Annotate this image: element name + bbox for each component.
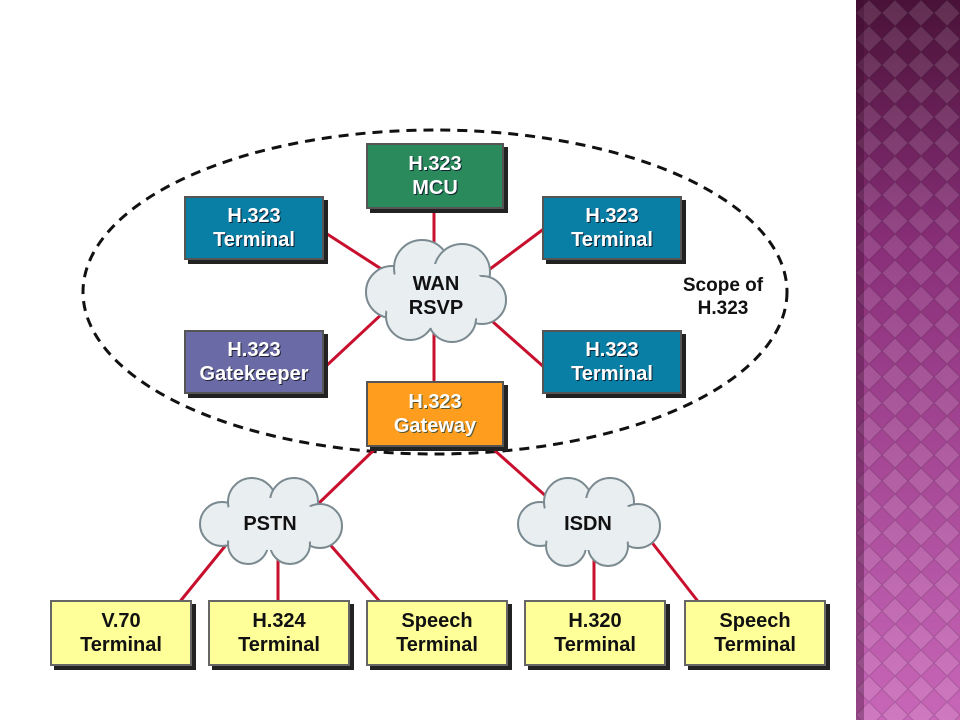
node-ttr-line1: H.323: [585, 205, 639, 227]
node-gw-line1: H.323: [408, 391, 462, 413]
node-v70-line2: Terminal: [80, 634, 162, 656]
cloud-isdn: [517, 477, 661, 567]
node-sp2-line2: Terminal: [714, 634, 796, 656]
node-h323-terminal-top-right: H.323 Terminal: [542, 196, 682, 260]
node-ttr-line2: Terminal: [571, 229, 653, 251]
node-v70-line1: V.70: [101, 610, 141, 632]
node-sp1-line1: Speech: [401, 610, 473, 632]
node-h324-terminal: H.324 Terminal: [208, 600, 350, 666]
node-gw-line2: Gateway: [393, 415, 477, 437]
node-sp1-line2: Terminal: [396, 634, 478, 656]
cloud-wan-line2: RSVP: [408, 297, 464, 319]
node-h323-terminal-bottom-right: H.323 Terminal: [542, 330, 682, 394]
node-h323-terminal-top-left: H.323 Terminal: [184, 196, 324, 260]
cloud-label-isdn: ISDN: [564, 513, 612, 535]
diagram-canvas: [81, 128, 789, 606]
node-speech-terminal-pstn: Speech Terminal: [366, 600, 508, 666]
node-mcu-line1: H.323: [408, 153, 462, 175]
node-mcu-line2: MCU: [412, 177, 458, 199]
link-gateway-pstn: [316, 446, 378, 506]
node-h323-mcu: H.323 MCU: [366, 143, 504, 209]
scope-label-line2: H.323: [697, 298, 749, 319]
link-terminal-bottom-right-wan: [482, 312, 547, 370]
h323-network-diagram: WAN RSVP PSTN ISDN Scope of H.323 H.323 …: [50, 128, 826, 666]
link-gatekeeper-wan: [322, 310, 386, 370]
link-gateway-isdn: [490, 446, 550, 500]
node-h323-gatekeeper: H.323 Gatekeeper: [184, 330, 324, 394]
node-h324-line2: Terminal: [238, 634, 320, 656]
link-terminal-top-left-wan: [322, 230, 388, 274]
cloud-label-pstn: PSTN: [243, 513, 297, 535]
node-v70-terminal: V.70 Terminal: [50, 600, 192, 666]
node-h320-terminal: H.320 Terminal: [524, 600, 666, 666]
node-tbr-line1: H.323: [585, 339, 639, 361]
node-gk-line1: H.323: [227, 339, 281, 361]
node-ttl-line1: H.323: [227, 205, 281, 227]
scope-label: Scope of H.323: [668, 274, 778, 320]
diamond-pattern: [856, 0, 960, 720]
scope-label-line1: Scope of: [682, 275, 764, 296]
cloud-pstn: [199, 477, 343, 565]
node-tbr-line2: Terminal: [571, 363, 653, 385]
link-pstn-speech: [324, 538, 384, 606]
node-gk-line2: Gatekeeper: [199, 363, 309, 385]
cloud-label-wan: WAN RSVP: [386, 272, 486, 320]
node-ttl-line2: Terminal: [213, 229, 295, 251]
link-isdn-speech: [648, 538, 702, 606]
link-pstn-v70: [176, 538, 232, 606]
node-h323-gateway: H.323 Gateway: [366, 381, 504, 447]
node-sp2-line1: Speech: [719, 610, 791, 632]
node-h324-line1: H.324: [252, 610, 306, 632]
link-terminal-top-right-wan: [484, 226, 547, 274]
node-speech-terminal-isdn: Speech Terminal: [684, 600, 826, 666]
cloud-wan-line1: WAN: [412, 273, 460, 295]
scope-boundary: [81, 128, 789, 456]
side-decoration-panel: [856, 0, 960, 720]
node-h320-line2: Terminal: [554, 634, 636, 656]
cloud-wan: [365, 239, 507, 343]
node-h320-line1: H.320: [568, 610, 622, 632]
